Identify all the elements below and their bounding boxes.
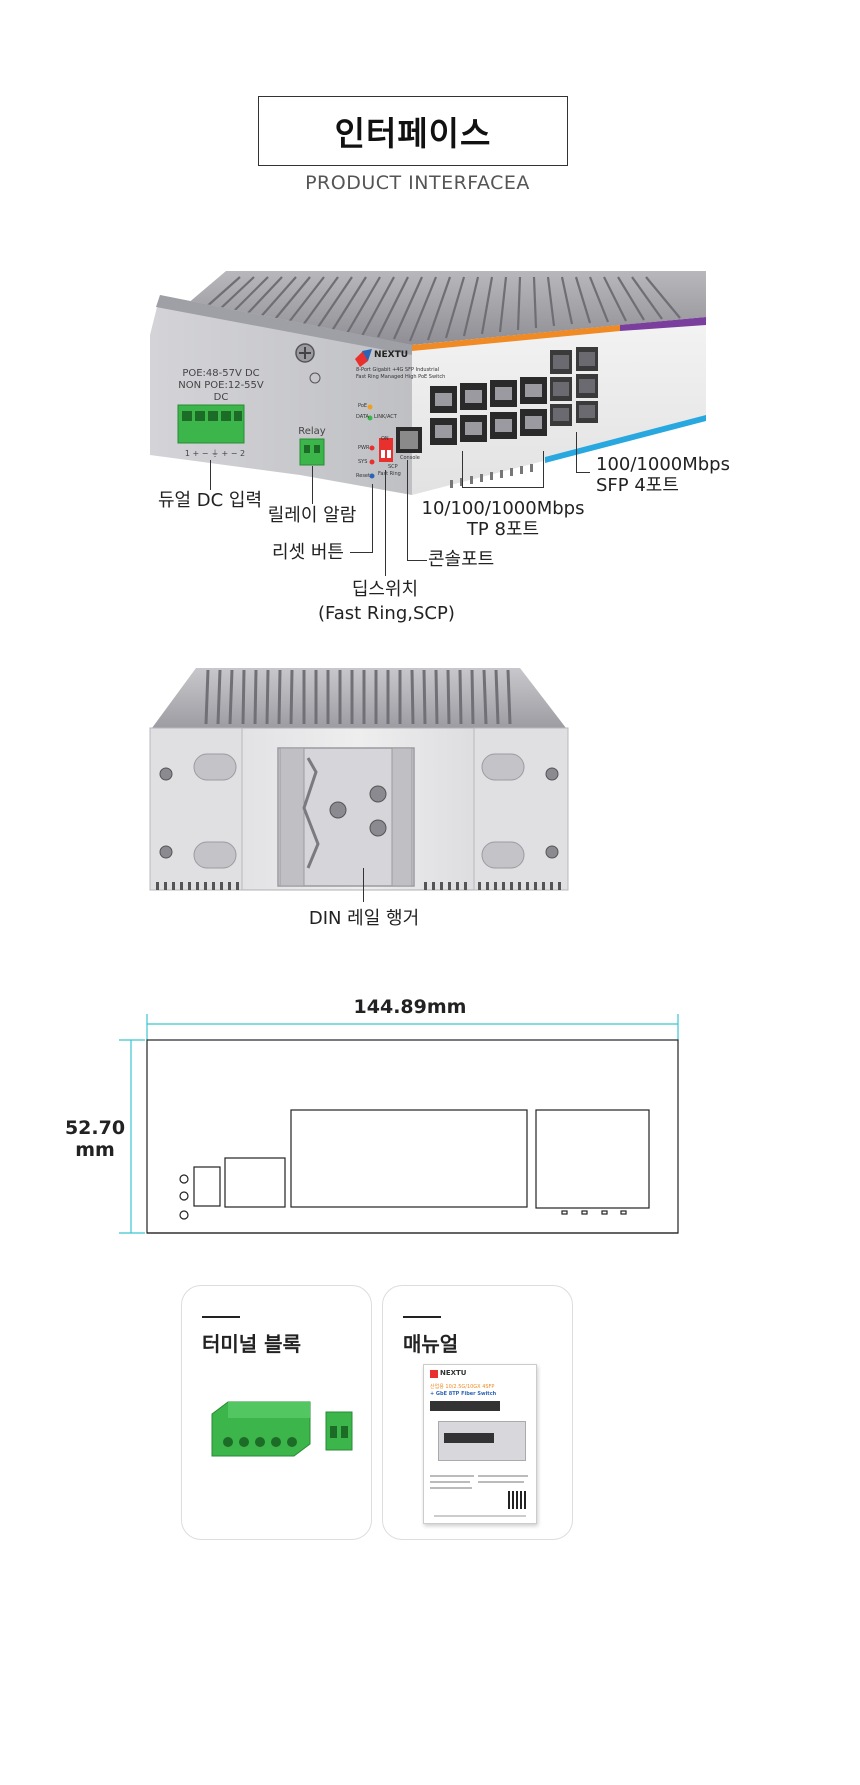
dip-switch-callout-2: (Fast Ring,SCP)	[318, 603, 455, 624]
brand-logo-text: NEXTU	[374, 350, 409, 360]
manual-title: 매뉴얼	[403, 1332, 459, 1356]
manual-line-1: 산업용 10/2.5G/10GX 4SFP	[430, 1384, 495, 1390]
dip-scp-label: SCP	[388, 464, 398, 470]
dip-fast-ring-label: Fast Ring	[378, 471, 401, 477]
model-line-2: Fast Ring Managed High PoE Switch	[356, 374, 446, 380]
tp-bracket-left	[462, 451, 463, 487]
non-poe-voltage-label: NON POE:12-55V DC	[178, 380, 264, 403]
switch-front-illustration	[150, 271, 706, 495]
card-divider	[202, 1316, 240, 1318]
height-dimension-label-2: mm	[75, 1139, 115, 1161]
manual-spec-line	[430, 1475, 474, 1477]
console-leader-h	[407, 560, 427, 561]
section-subtitle: PRODUCT INTERFACEA	[305, 172, 530, 194]
manual-spec-line	[478, 1475, 528, 1477]
led-link-label: LINK/ACT	[374, 414, 397, 420]
manual-cover: NEXTU 산업용 10/2.5G/10GX 4SFP + GbE 8TP Fi…	[423, 1364, 537, 1524]
manual-banner	[430, 1401, 500, 1411]
din-rail-callout: DIN 레일 행거	[308, 908, 420, 929]
tp-ports-callout-2: TP 8포트	[466, 519, 540, 540]
switch-back-illustration	[149, 668, 569, 891]
led-data-label: DATA	[356, 414, 369, 420]
dip-switch-callout-1: 딥스위치	[351, 579, 419, 600]
terminal-block-image	[211, 1401, 353, 1457]
model-line-1: 8-Port Gigabit +4G SFP Industrial	[356, 367, 440, 373]
led-sys-label: SYS	[358, 459, 368, 465]
terminal-pin-label: 1 + − ⏚ + − 2	[184, 449, 246, 458]
din-rail-leader	[363, 868, 364, 902]
relay-alarm-callout: 릴레이 알람	[267, 505, 357, 526]
reset-button-callout: 리셋 버튼	[272, 542, 344, 563]
poe-voltage-label: POE:48-57V DC	[182, 368, 260, 379]
manual-footer-line	[434, 1515, 526, 1517]
card-divider	[403, 1316, 441, 1318]
reset-leader-h	[350, 552, 373, 553]
tp-bracket-bottom	[462, 487, 544, 488]
height-dimension-label-1: 52.70	[64, 1117, 126, 1139]
manual-brand: NEXTU	[440, 1369, 467, 1377]
terminal-block-title: 터미널 블록	[202, 1332, 301, 1356]
sfp-leader-v	[576, 432, 577, 472]
led-pwr-label: PWR	[358, 445, 370, 451]
manual-qr-code	[508, 1491, 526, 1509]
led-poe-label: PoE	[358, 403, 368, 409]
manual-device-ports	[444, 1433, 494, 1443]
console-leader-v	[407, 460, 408, 560]
manual-spec-line	[430, 1487, 472, 1489]
relay-leader	[312, 466, 313, 504]
dual-dc-leader	[210, 460, 211, 490]
sfp-ports-callout-2: SFP 4포트	[596, 475, 679, 496]
console-port-callout: 콘솔포트	[428, 549, 495, 570]
relay-label: Relay	[298, 426, 326, 437]
terminal-block-card: 터미널 블록	[181, 1285, 372, 1540]
dual-dc-callout: 듀얼 DC 입력	[157, 490, 263, 511]
manual-logo-icon	[430, 1370, 438, 1378]
led-reset-label: Reset	[356, 473, 370, 479]
tp-ports-callout-1: 10/100/1000Mbps	[421, 498, 585, 519]
section-title: 인터페이스	[258, 96, 568, 166]
dip-leader	[385, 470, 386, 576]
tp-bracket-right	[543, 451, 544, 487]
manual-spec-line	[430, 1481, 470, 1483]
console-label: Console	[400, 455, 420, 461]
sfp-leader-h	[576, 472, 590, 473]
dip-on-label: ON	[381, 436, 389, 442]
manual-spec-line	[478, 1481, 524, 1483]
manual-line-2: + GbE 8TP Fiber Switch	[430, 1391, 497, 1397]
reset-leader-v	[372, 484, 373, 552]
dimension-drawing	[119, 1014, 679, 1234]
manual-card: 매뉴얼 NEXTU 산업용 10/2.5G/10GX 4SFP + GbE 8T…	[382, 1285, 573, 1540]
width-dimension-label: 144.89mm	[353, 996, 467, 1018]
sfp-ports-callout-1: 100/1000Mbps	[596, 454, 730, 475]
